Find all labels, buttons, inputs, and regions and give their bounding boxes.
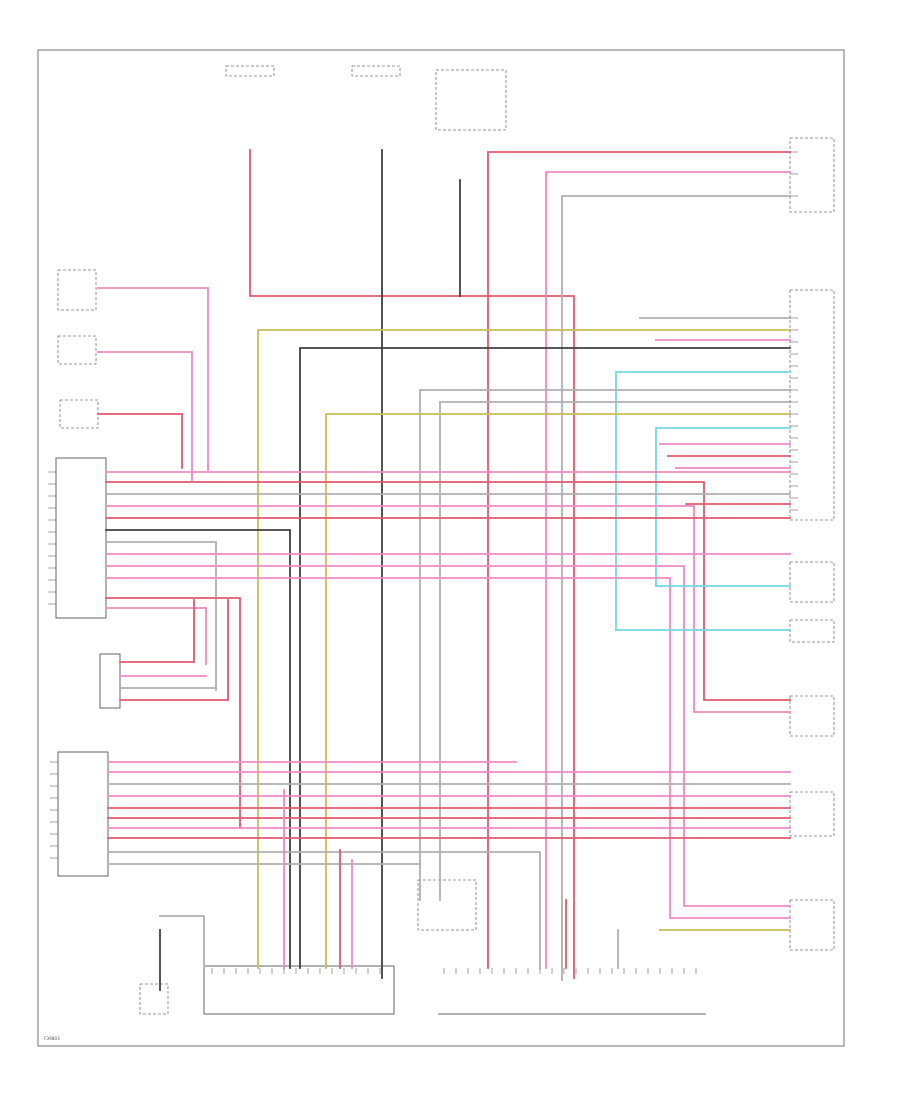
wire-pink-top-right-2 [545, 171, 791, 969]
wire-pink-cross-4 [105, 505, 791, 713]
wire-grey-cross-7 [105, 541, 217, 691]
right-connector-bottom [789, 899, 835, 951]
wire-paths [97, 149, 791, 991]
connector-pins [48, 151, 798, 974]
brake-switch-outline [57, 269, 97, 311]
engine-control-module-block [57, 751, 109, 877]
sensor-outline-left-1 [57, 335, 97, 365]
wire-red-cross-2 [105, 481, 791, 701]
wire-grey-left-frame [159, 915, 205, 969]
wire-pink-cross-10 [105, 577, 791, 919]
wire-yellow-bus-9 [325, 413, 791, 969]
wire-red-top-right-1 [487, 151, 791, 969]
wire-red-fuse-left [249, 149, 575, 979]
left-connector-block-1 [55, 457, 107, 619]
component-outlines [55, 65, 835, 1015]
wire-grey-bus-8 [439, 401, 791, 901]
wire-black-bus-3 [299, 347, 791, 969]
wire-yellow-bus-2 [257, 329, 791, 969]
wire-pink-brake-switch [97, 287, 209, 471]
wire-red-cross-11 [105, 597, 241, 829]
bottom-center-component [417, 879, 477, 931]
right-connector-top [789, 137, 835, 213]
wire-red-block2-1 [119, 599, 195, 663]
wire-pink-cross-12 [105, 607, 207, 665]
relay-box-top-right [435, 69, 507, 131]
wire-grey-bus-7 [419, 389, 791, 901]
wire-pink-sensor-left-1 [97, 351, 193, 481]
diagram-frame [37, 49, 845, 1047]
wire-grey-ecm-9 [107, 851, 541, 969]
wire-red-transmission-switch [97, 413, 183, 469]
wire-black-cross-6 [105, 529, 291, 969]
wire-cyan-bus-5 [615, 371, 791, 631]
wire-grey-top-right-3 [561, 195, 791, 981]
wire-red-block2-4 [119, 599, 229, 701]
wire-cyan-bus-6 [655, 427, 791, 587]
left-connector-block-2 [99, 653, 121, 709]
fuse-box-top-left [225, 65, 275, 77]
fuse-box-top-center [351, 65, 401, 77]
bottom-left-component [139, 983, 169, 1015]
figure-id: F39803 [44, 1036, 60, 1041]
right-connector-mid [789, 561, 835, 603]
right-connector-lower-1 [789, 695, 835, 737]
right-connector-sensor [789, 619, 835, 643]
transmission-switch-outline [59, 399, 99, 429]
right-connector-main [789, 289, 835, 521]
right-connector-lower-2 [789, 791, 835, 837]
wire-pink-cross-9 [105, 565, 791, 907]
bottom-connector-left [203, 965, 395, 1015]
